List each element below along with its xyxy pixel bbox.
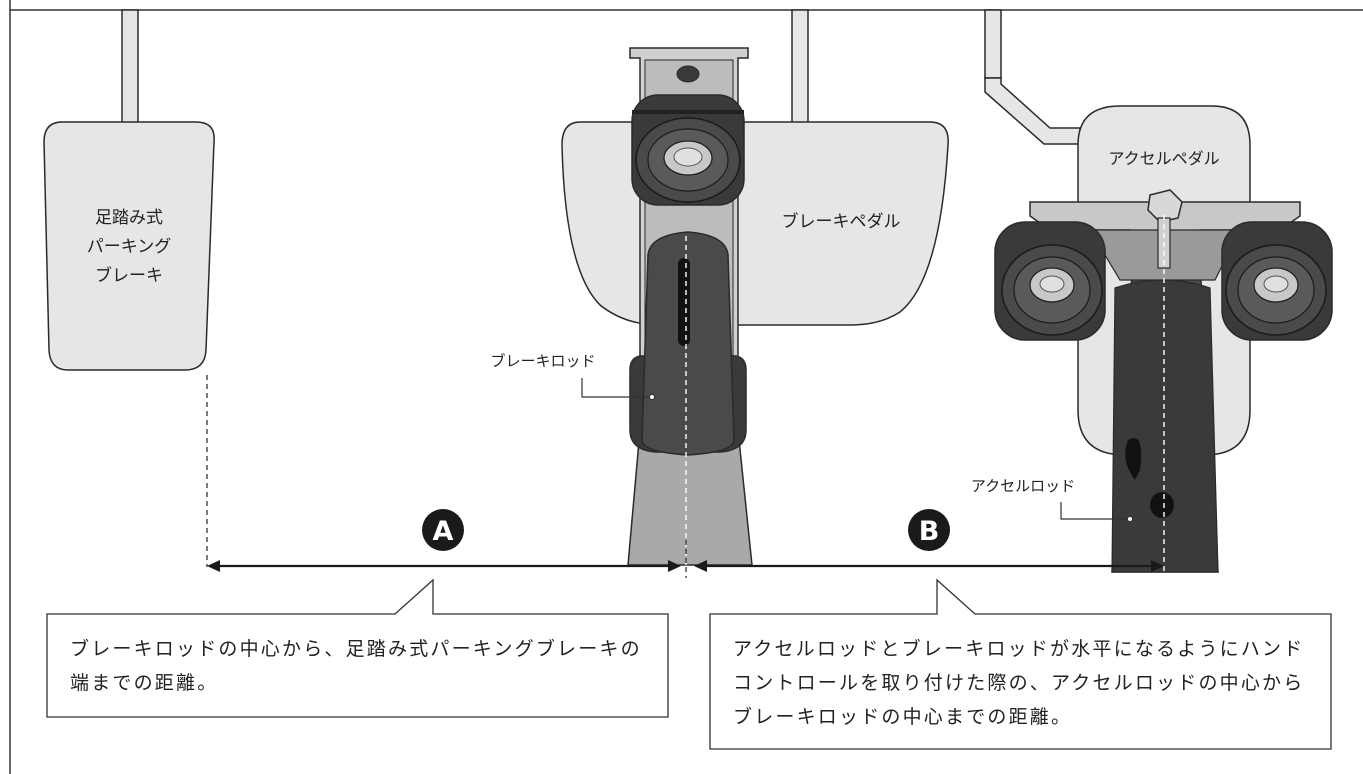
marker-b: B (908, 509, 950, 551)
callout-b-text: アクセルロッドとブレーキロッドが水平になるようにハンドコントロールを取り付けた際… (733, 638, 1305, 728)
marker-a: A (422, 509, 464, 551)
brake-pedal-stem (791, 9, 809, 126)
accel-rod-cutout (1125, 438, 1142, 480)
bracket-hole (676, 65, 700, 83)
accel-pedal-arm (984, 77, 1081, 145)
parking-brake-pad (43, 121, 215, 371)
brake-roller (631, 94, 745, 206)
accel-rod (1111, 229, 1219, 573)
brake-pedal-label: ブレーキペダル (782, 211, 901, 232)
accel-bracket (1029, 189, 1301, 281)
parking-brake-label-line3: ブレーキ (95, 265, 163, 286)
callout-box-a (46, 578, 669, 718)
accel-rod-hole (1150, 492, 1174, 518)
accel-pedal-label: アクセルペダル (1108, 149, 1219, 168)
accel-pedal-stem (984, 9, 1002, 79)
parking-brake-label-line1: 足踏み式 (95, 208, 163, 228)
marker-b-letter: B (919, 516, 940, 547)
callout-a-text: ブレーキロッドの中心から、足踏み式パーキングブレーキの端までの距離。 (70, 638, 642, 694)
brake-pedal: ブレーキペダル (561, 9, 949, 326)
accel-roller-left (994, 221, 1106, 341)
brake-rod-label: ブレーキロッド (490, 352, 595, 370)
callout-box-b (709, 578, 1332, 750)
accel-rod-label: アクセルロッド (971, 477, 1075, 495)
marker-a-letter: A (433, 516, 454, 547)
dimension-arrow-a (207, 560, 681, 572)
brake-rod-leader-dot (649, 394, 655, 400)
accel-rod-leader (1060, 502, 1130, 520)
brake-rod (627, 231, 753, 566)
accel-roller-right (1221, 221, 1333, 341)
brake-rod-slot (678, 258, 690, 346)
dimension-arrow-b (694, 560, 1164, 572)
parking-brake-pedal: 足踏み式 パーキング ブレーキ (43, 9, 215, 371)
parking-brake-stem (121, 9, 139, 125)
parking-brake-label-line2: パーキング (87, 237, 172, 257)
accel-rod-leader-dot (1127, 516, 1133, 522)
accel-bolt-head (1147, 189, 1183, 223)
brake-rod-leader (581, 378, 652, 398)
